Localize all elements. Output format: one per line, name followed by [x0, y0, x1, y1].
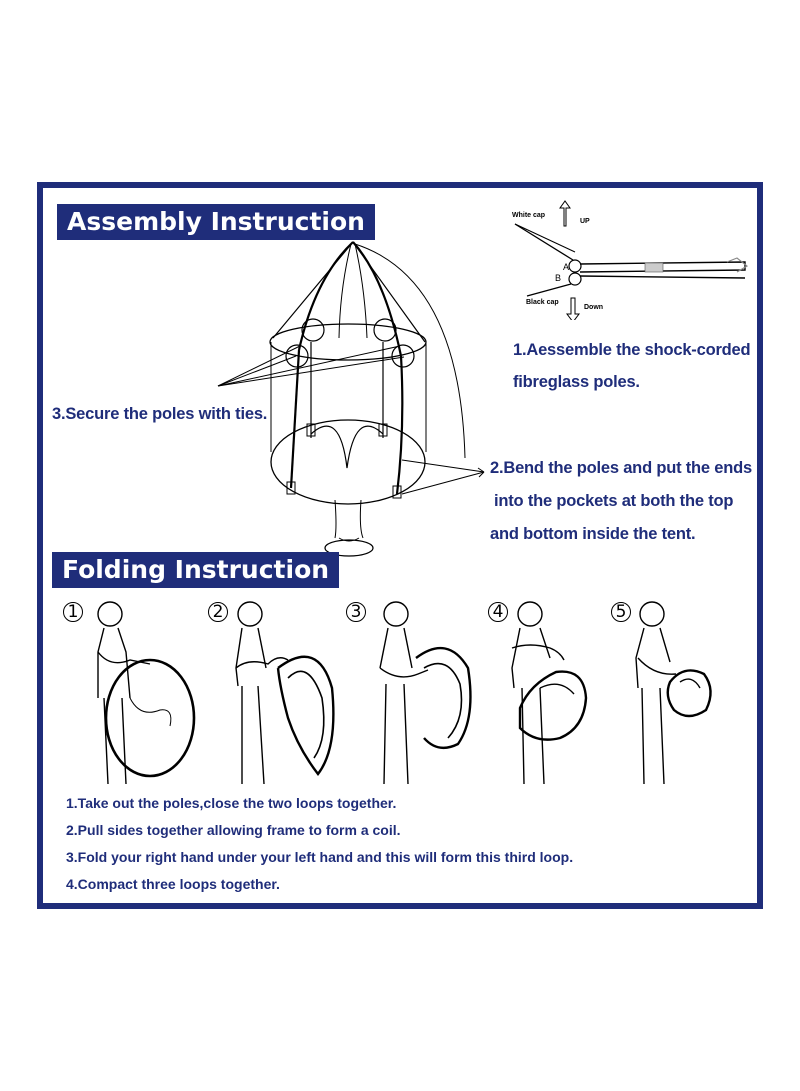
folding-figure-3: [368, 598, 488, 788]
folding-step-2: 2.Pull sides together allowing frame to …: [66, 822, 401, 838]
down-arrow-icon: [567, 298, 579, 320]
assembly-title: Assembly Instruction: [57, 204, 375, 240]
folding-figure-2: [228, 598, 348, 788]
folding-step-number-3: 3: [346, 602, 366, 622]
folding-step-4: 4.Compact three loops together.: [66, 876, 280, 892]
assembly-step2-line2: into the pockets at both the top: [494, 485, 733, 517]
folding-figure-5: [630, 598, 740, 788]
assembly-step2-line1: 2.Bend the poles and put the ends: [490, 452, 752, 484]
up-arrow-icon: [560, 201, 570, 226]
folding-figure-1: [90, 598, 200, 788]
point-b-label: B: [555, 273, 561, 283]
folding-step-number-2: 2: [208, 602, 228, 622]
white-cap-label: White cap: [512, 212, 545, 219]
assembly-step2-line3: and bottom inside the tent.: [490, 518, 695, 550]
up-label: UP: [580, 218, 590, 225]
folding-step-number-1: 1: [63, 602, 83, 622]
folding-step-3: 3.Fold your right hand under your left h…: [66, 849, 573, 865]
folding-figure-4: [500, 598, 610, 788]
down-label: Down: [584, 304, 603, 311]
black-cap-label: Black cap: [526, 299, 559, 306]
assembly-step1-line2: fibreglass poles.: [513, 366, 640, 398]
assembly-step1-line1: 1.Aessemble the shock-corded: [513, 334, 750, 366]
folding-title: Folding Instruction: [52, 552, 339, 588]
folding-step-number-5: 5: [611, 602, 631, 622]
point-a-label: A: [563, 262, 569, 272]
folding-step-1: 1.Take out the poles,close the two loops…: [66, 795, 396, 811]
assembly-step3: 3.Secure the poles with ties.: [52, 398, 267, 430]
